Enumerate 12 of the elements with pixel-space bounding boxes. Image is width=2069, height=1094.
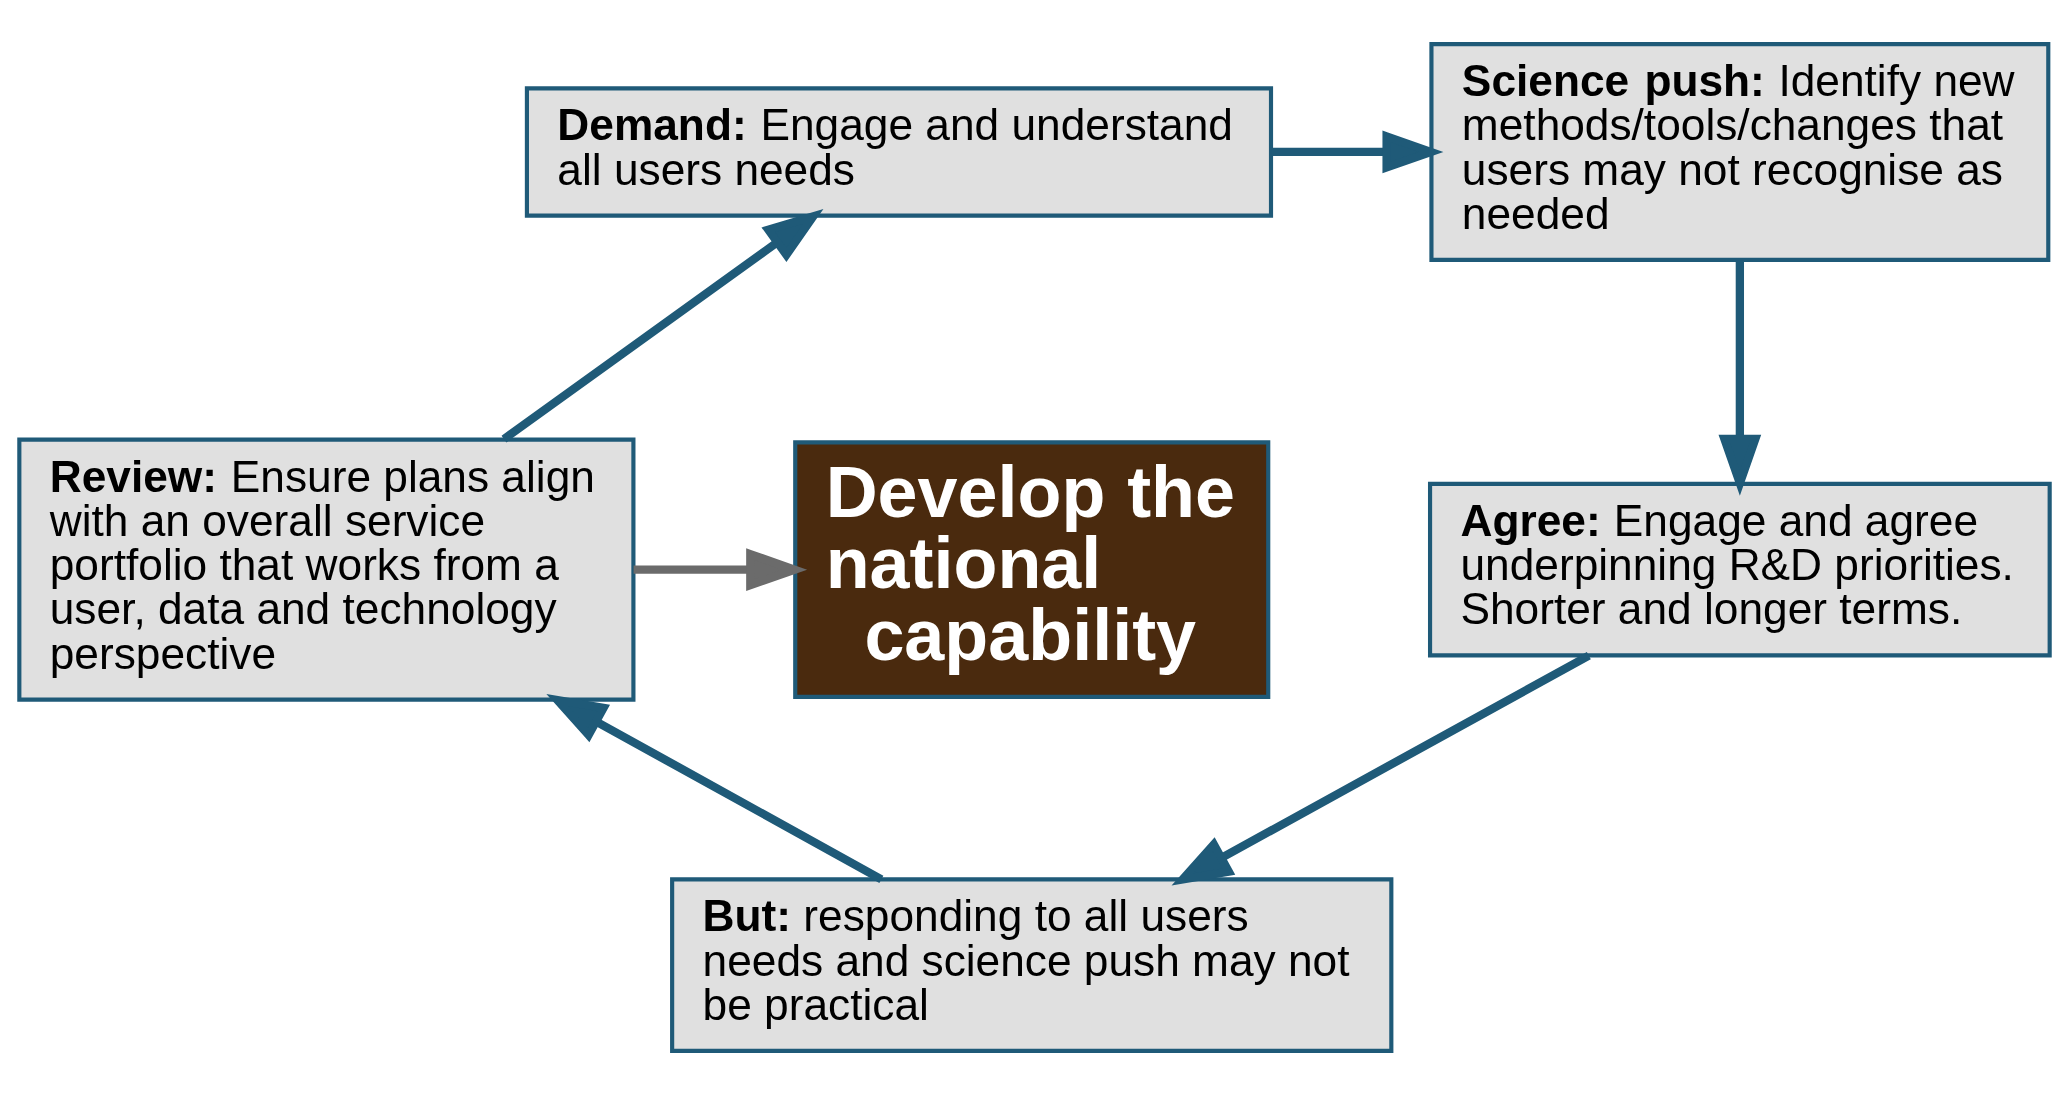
- arrow: [501, 208, 824, 442]
- node-box: Review: Ensure plans align with an overall service portfolio that works from a user, data and technology perspective: [17, 437, 636, 702]
- node-box: Develop the national capability: [793, 439, 1271, 699]
- arrow: [1718, 260, 1762, 496]
- arrow: [1271, 130, 1444, 173]
- node-box: Demand: Engage and understand all users needs: [524, 85, 1274, 218]
- arrow: [633, 547, 808, 591]
- node-box: Science push: Identify new methods/tools/changes that users may not recognise as needed: [1429, 41, 2051, 262]
- arrow: [1171, 651, 1591, 885]
- node-box: But: responding to all users needs and science push may not be practical: [670, 876, 1394, 1053]
- arrow: [546, 693, 884, 883]
- node-box: Agree: Engage and agree underpinning R&D priorities. Shorter and longer terms.: [1428, 481, 2052, 657]
